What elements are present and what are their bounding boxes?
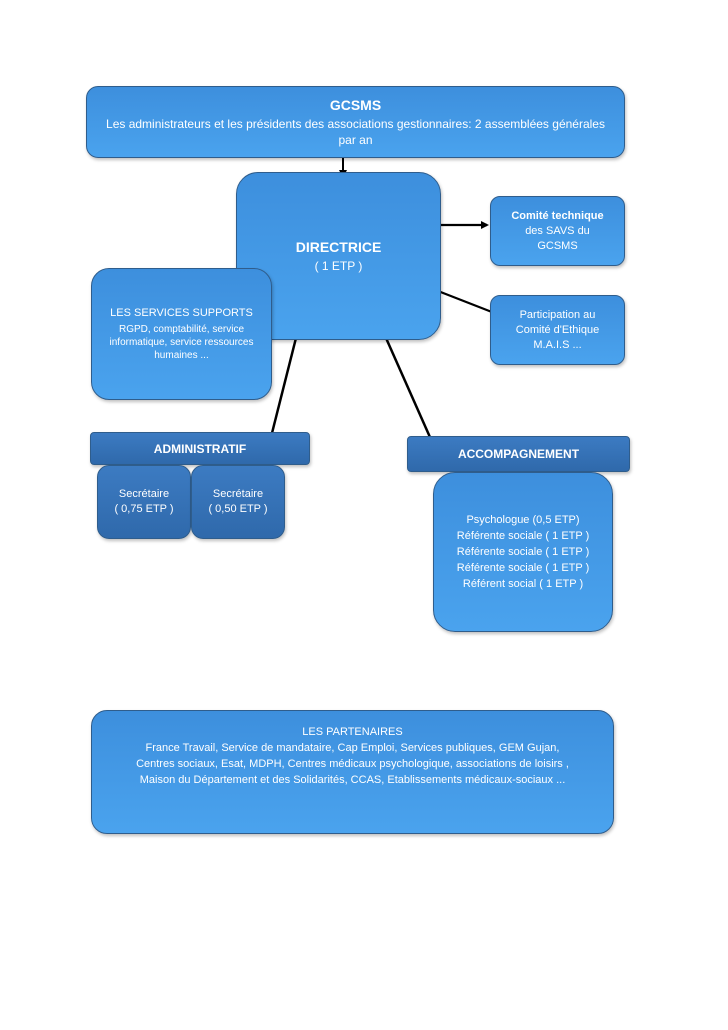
partenaires-title: LES PARTENAIRES: [302, 726, 403, 738]
accompagnement-member-3: Référente sociale ( 1 ETP ): [456, 546, 590, 558]
comite-technique-box: Comité technique des SAVS du GCSMS: [490, 196, 625, 266]
arrow-directrice-to-accompagnement: [384, 337, 435, 446]
comite-ethique-line1: Participation au: [519, 308, 596, 321]
accompagnement-header: ACCOMPAGNEMENT: [407, 436, 630, 472]
secretaire-2-etp: ( 0,50 ETP ): [208, 503, 268, 515]
secretaire-1-label: Secrétaire: [118, 488, 170, 500]
accompagnement-members-box: Psychologue (0,5 ETP) Référente sociale …: [433, 472, 613, 632]
directrice-title: DIRECTRICE: [295, 238, 382, 255]
arrow-directrice-to-comite-ethique: [437, 289, 499, 316]
gcsms-line2: par an: [338, 132, 373, 147]
accompagnement-title: ACCOMPAGNEMENT: [457, 447, 580, 461]
accompagnement-member-2: Référente sociale ( 1 ETP ): [456, 530, 590, 542]
services-supports-line2: informatique, service ressources: [109, 337, 254, 348]
partenaires-line3: Maison du Département et des Solidarités…: [139, 774, 566, 786]
comite-technique-title: Comité technique: [511, 209, 604, 222]
comite-ethique-box: Participation au Comité d'Ethique M.A.I.…: [490, 295, 625, 365]
services-supports-box: LES SERVICES SUPPORTS RGPD, comptabilité…: [91, 268, 272, 400]
directrice-etp: ( 1 ETP ): [314, 258, 363, 273]
gcsms-title: GCSMS: [329, 96, 382, 113]
secretaire-1-etp: ( 0,75 ETP ): [114, 503, 174, 515]
administratif-header: ADMINISTRATIF: [90, 432, 310, 465]
services-supports-title: LES SERVICES SUPPORTS: [110, 307, 253, 319]
services-supports-line3: humaines ...: [154, 350, 209, 361]
administratif-title: ADMINISTRATIF: [153, 441, 247, 456]
secretaire-2-label: Secrétaire: [212, 488, 264, 500]
secretaire-box-1: Secrétaire ( 0,75 ETP ): [97, 465, 191, 539]
partenaires-box: LES PARTENAIRES France Travail, Service …: [91, 710, 614, 834]
gcsms-line1: Les administrateurs et les présidents de…: [106, 116, 605, 131]
comite-technique-line1: des SAVS du: [525, 224, 590, 237]
accompagnement-member-5: Référent social ( 1 ETP ): [462, 578, 584, 590]
partenaires-line2: Centres sociaux, Esat, MDPH, Centres méd…: [136, 758, 569, 770]
comite-technique-line2: GCSMS: [537, 239, 578, 252]
accompagnement-member-1: Psychologue (0,5 ETP): [466, 514, 580, 526]
comite-ethique-line2: Comité d'Ethique: [515, 323, 600, 336]
arrow-directrice-to-administratif: [267, 337, 298, 443]
services-supports-line1: RGPD, comptabilité, service: [118, 324, 245, 335]
gcsms-box: GCSMS Les administrateurs et les préside…: [86, 86, 625, 158]
accompagnement-member-4: Référente sociale ( 1 ETP ): [456, 562, 590, 574]
secretaire-box-2: Secrétaire ( 0,50 ETP ): [191, 465, 285, 539]
comite-ethique-line3: M.A.I.S ...: [533, 338, 582, 351]
partenaires-line1: France Travail, Service de mandataire, C…: [145, 742, 560, 754]
